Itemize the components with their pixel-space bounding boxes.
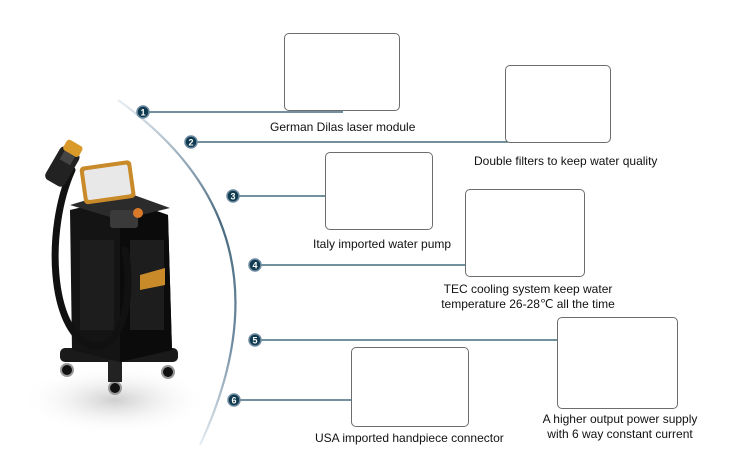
caption-power-supply-line1: A higher output power supply bbox=[542, 412, 698, 426]
marker-4-label: 4 bbox=[252, 261, 257, 271]
caption-power-supply: A higher output power supply with 6 way … bbox=[525, 412, 715, 442]
caption-tec-cooling-line1: TEC cooling system keep water bbox=[443, 282, 613, 296]
thumb-handpiece-connector bbox=[351, 347, 469, 427]
thumb-water-pump bbox=[325, 152, 433, 230]
caption-handpiece-connector: USA imported handpiece connector bbox=[315, 431, 504, 445]
marker-1-label: 1 bbox=[140, 108, 145, 118]
caption-double-filters: Double filters to keep water quality bbox=[474, 154, 658, 168]
marker-3-label: 3 bbox=[230, 192, 235, 202]
marker-5 bbox=[248, 333, 262, 347]
caption-laser-module: German Dilas laser module bbox=[270, 120, 416, 134]
caption-tec-cooling: TEC cooling system keep water temperatur… bbox=[428, 282, 628, 312]
marker-2 bbox=[184, 135, 198, 149]
marker-4 bbox=[248, 258, 262, 272]
thumb-power-supply bbox=[557, 317, 678, 409]
caption-power-supply-line2: with 6 way constant current bbox=[547, 427, 693, 441]
marker-2-label: 2 bbox=[188, 138, 193, 148]
thumb-laser-module bbox=[284, 33, 400, 111]
caption-tec-cooling-line2: temperature 26-28℃ all the time bbox=[441, 297, 615, 311]
marker-5-label: 5 bbox=[252, 336, 257, 346]
marker-6-label: 6 bbox=[231, 396, 236, 406]
thumb-double-filters bbox=[505, 65, 611, 143]
marker-1 bbox=[136, 105, 150, 119]
number-markers: 1 2 3 4 5 6 bbox=[136, 105, 262, 407]
thumb-tec-cooling bbox=[465, 189, 585, 277]
laser-machine-image bbox=[20, 139, 210, 435]
marker-3 bbox=[226, 189, 240, 203]
caption-water-pump: Italy imported water pump bbox=[313, 237, 452, 251]
marker-6 bbox=[227, 393, 241, 407]
connector-lines bbox=[143, 111, 557, 401]
connector-arc bbox=[117, 99, 237, 446]
